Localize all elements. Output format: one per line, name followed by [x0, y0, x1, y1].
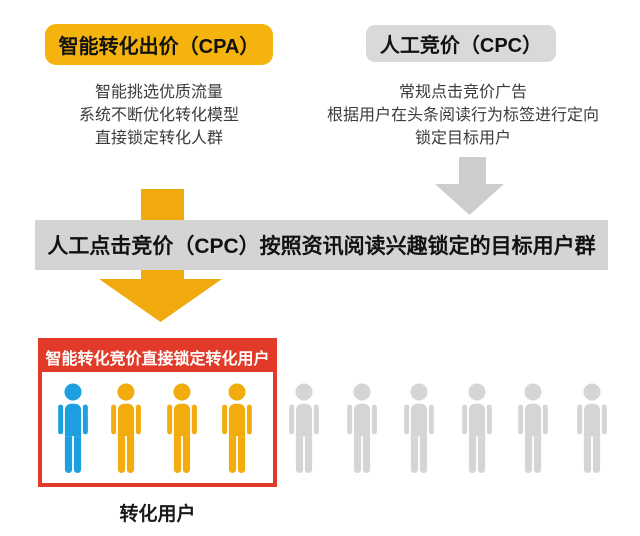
cpc-description-line: 锁定目标用户 [414, 130, 511, 147]
result-box-title: 智能转化竞价直接锁定转化用户 [41, 341, 274, 372]
result-box: 智能转化竞价直接锁定转化用户 [38, 338, 277, 487]
cpc-description-line: 根据用户在头条阅读行为标签进行定向 [326, 107, 599, 124]
audience-user-icon [344, 383, 380, 473]
converted-users-caption: 转化用户 [119, 504, 196, 525]
comparison-band: 人工点击竞价（CPC）按照资讯阅读兴趣锁定的目标用户群 [35, 220, 608, 270]
cpa-description-line: 直接锁定转化人群 [94, 130, 223, 147]
cpc-badge: 人工竞价（CPC） [366, 25, 556, 62]
audience-user-icon [459, 383, 495, 473]
cpc-description: 常规点击竞价广告 根据用户在头条阅读行为标签进行定向 锁定目标用户 [318, 81, 608, 150]
gray-down-arrow-icon [435, 157, 504, 215]
cpa-description-line: 智能挑选优质流量 [94, 84, 223, 101]
audience-user-icon [401, 383, 437, 473]
cpc-description-line: 常规点击竞价广告 [398, 84, 527, 101]
audience-user-icon [286, 383, 322, 473]
cpa-badge: 智能转化出价（CPA） [45, 24, 273, 65]
cpa-description-line: 系统不断优化转化模型 [78, 107, 239, 124]
audience-user-icon [574, 383, 610, 473]
audience-user-icon [515, 383, 551, 473]
cpa-description: 智能挑选优质流量 系统不断优化转化模型 直接锁定转化人群 [40, 81, 278, 150]
